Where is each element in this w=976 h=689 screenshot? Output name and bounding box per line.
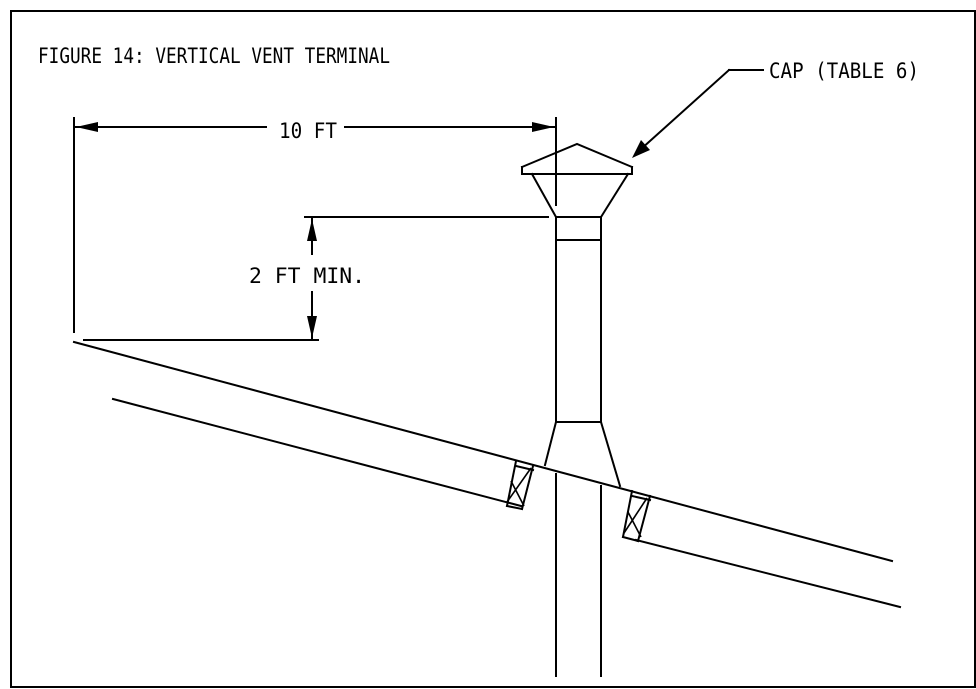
roof-bottom-left: [111, 397, 523, 508]
dim-arrow-right: [532, 122, 554, 132]
horizontal-dimension: 10 FT: [73, 117, 557, 333]
vertical-dimension: 2 FT MIN.: [83, 216, 549, 341]
roof: [72, 340, 902, 609]
cap-cone-left: [530, 172, 558, 219]
vent-pipe: [520, 142, 634, 677]
roof-top-surface: [72, 340, 894, 563]
figure-title: FIGURE 14: VERTICAL VENT TERMINAL: [38, 44, 390, 68]
storm-collar-left: [543, 420, 558, 467]
right-rafter-break: [621, 489, 652, 543]
dim-arrow-down: [307, 316, 317, 338]
left-rafter-break: [505, 459, 535, 511]
dimension-10ft-label: 10 FT: [279, 119, 337, 143]
cap-top: [520, 142, 634, 169]
storm-collar-right: [599, 420, 622, 488]
dim-arrow-left: [76, 122, 98, 132]
cap-cone-right: [599, 172, 630, 219]
cap-leader: [632, 68, 764, 158]
roof-bottom-right: [634, 538, 902, 609]
border: [10, 10, 976, 688]
cap-label: CAP (TABLE 6): [769, 59, 919, 83]
dim-arrow-up: [307, 219, 317, 241]
dimension-2ft-label: 2 FT MIN.: [249, 264, 365, 288]
